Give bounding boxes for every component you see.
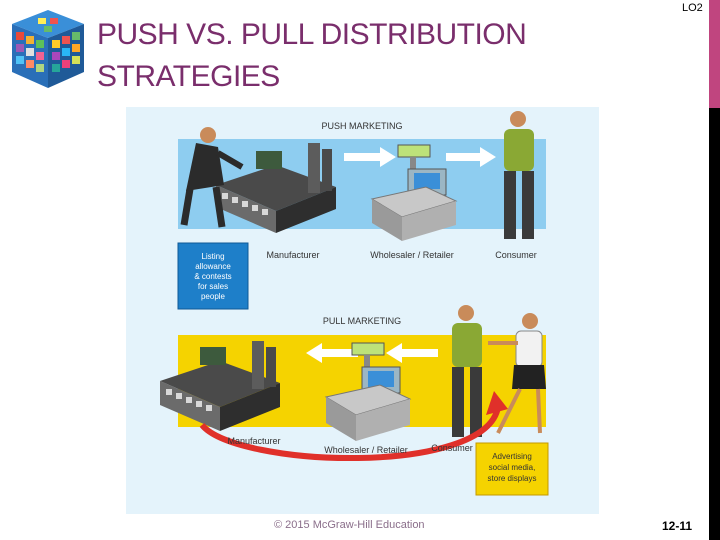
push-manufacturer-label: Manufacturer [266, 250, 319, 260]
pull-callout-line-1: Advertising [492, 452, 532, 461]
pull-heading: PULL MARKETING [323, 316, 401, 326]
push-consumer-label: Consumer [495, 250, 537, 260]
pull-cash-register-icon [324, 342, 412, 441]
app-cube-logo-icon [12, 10, 84, 88]
pull-wholesaler-label: Wholesaler / Retailer [324, 445, 408, 455]
slide-title-line-1: PUSH VS. PULL DISTRIBUTION [97, 18, 527, 51]
slide-title-line-2: STRATEGIES [97, 60, 280, 93]
pull-manufacturer-label: Manufacturer [227, 436, 280, 446]
pull-arrow-2-icon [386, 343, 438, 363]
push-callout-line-1: Listing [201, 252, 224, 261]
push-heading: PUSH MARKETING [321, 121, 402, 131]
copyright-footer: © 2015 McGraw-Hill Education [274, 519, 425, 531]
pull-manufacturer-factory-icon [160, 341, 280, 431]
push-consumer-figure-icon [504, 111, 534, 239]
pull-callout-line-2: social media, [489, 463, 536, 472]
push-manufacturer-factory-icon [216, 143, 336, 233]
push-incentive-callout: Listing allowance & contests for sales p… [177, 242, 249, 310]
push-callout-line-2: allowance [195, 262, 231, 271]
learning-objective-label: LO2 [682, 2, 703, 14]
pull-consumer-label: Consumer [431, 443, 473, 453]
push-salesman-figure-icon [180, 127, 244, 228]
accent-bar-top [709, 0, 720, 108]
push-callout-line-4: for sales [198, 282, 228, 291]
push-cash-register-icon [370, 144, 458, 241]
push-callout-line-3: & contests [194, 272, 231, 281]
pull-consumer-figure-icon [452, 305, 482, 437]
pull-callout-line-3: store displays [488, 474, 537, 483]
pull-advertising-callout: Advertising social media, store displays [475, 442, 549, 496]
pull-advertiser-figure-icon [488, 313, 546, 434]
slide-title: PUSH VS. PULL DISTRIBUTION STRATEGIES [97, 14, 617, 98]
pull-red-curve-arrow-icon [199, 406, 501, 461]
push-arrow-1-icon [344, 147, 396, 167]
push-callout-line-5: people [201, 292, 226, 301]
page-number: 12-11 [662, 519, 693, 533]
accent-bar-bottom [709, 108, 720, 540]
pull-arrow-1-icon [306, 343, 358, 363]
pull-red-arrowhead-icon [486, 391, 508, 415]
push-arrow-2-icon [446, 147, 496, 167]
push-wholesaler-label: Wholesaler / Retailer [370, 250, 454, 260]
push-pull-diagram: PUSH MARKETING [126, 107, 599, 514]
